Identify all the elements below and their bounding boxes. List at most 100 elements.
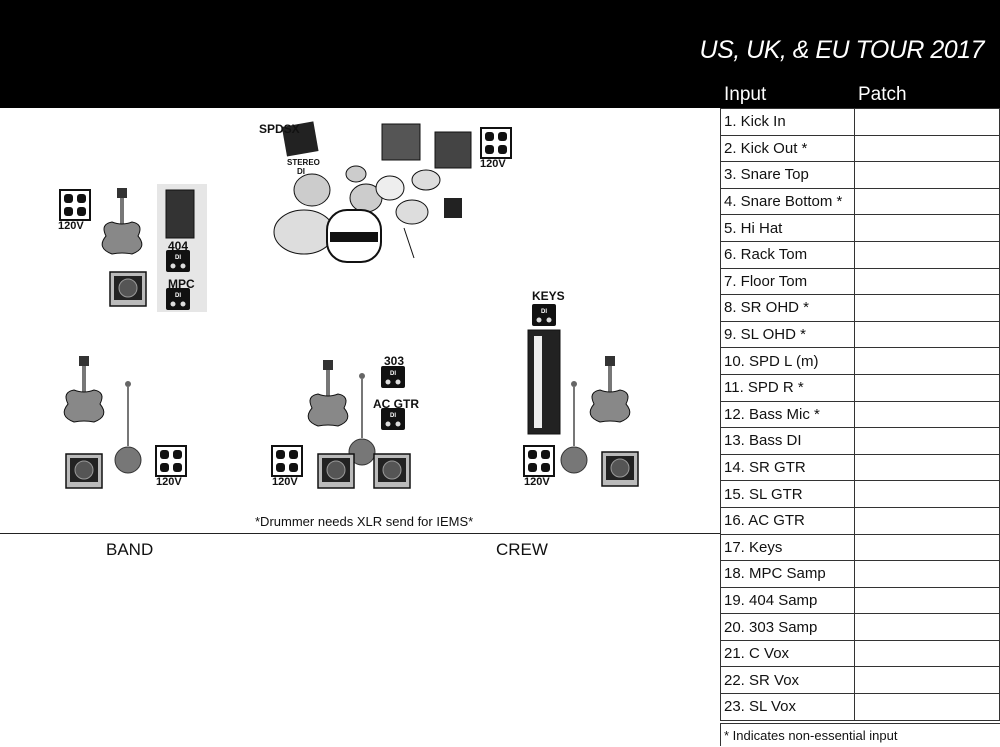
spdsx-label: SPDSX	[259, 122, 300, 136]
di-box-icon	[166, 288, 190, 310]
patch-cell	[853, 506, 1000, 535]
vocal-mic-icon	[114, 380, 142, 474]
power-outlet-icon	[59, 189, 91, 221]
stereo-label: STEREO	[287, 158, 320, 167]
input-name: 17. Keys	[720, 533, 855, 562]
patch-cell	[853, 427, 1000, 455]
table-row: 6. Rack Tom	[720, 240, 1000, 269]
power-outlet-icon	[271, 445, 303, 477]
stage-plot: DI	[0, 108, 720, 534]
guitar-icon	[63, 355, 105, 423]
input-name: 20. 303 Samp	[720, 613, 855, 641]
patch-cell	[853, 480, 1000, 508]
power-outlet-icon	[523, 445, 555, 477]
input-name: 10. SPD L (m)	[720, 347, 855, 375]
band-label: BAND	[106, 540, 154, 559]
input-name: 3. Snare Top	[720, 161, 855, 189]
power-label: 120V	[480, 158, 506, 170]
patch-cell	[853, 161, 1000, 189]
patch-cell	[853, 373, 1000, 402]
keys-label: KEYS	[532, 289, 565, 303]
table-row: 15. SL GTR	[720, 480, 1000, 508]
patch-cell	[853, 586, 1000, 615]
wedge-monitor-icon	[373, 453, 411, 489]
input-name: 5. Hi Hat	[720, 214, 855, 242]
patch-cell	[853, 533, 1000, 562]
wedge-monitor-icon	[601, 451, 639, 487]
table-row: 16. AC GTR	[720, 506, 1000, 535]
input-name: 8. SR OHD *	[720, 294, 855, 322]
patch-cell	[853, 214, 1000, 242]
table-row: 14. SR GTR	[720, 453, 1000, 482]
table-row: 3. Snare Top	[720, 161, 1000, 189]
di-box-icon	[532, 304, 556, 326]
input-name: 22. SR Vox	[720, 666, 855, 695]
patch-cell	[853, 134, 1000, 163]
power-outlet-icon	[155, 445, 187, 477]
hihat-icon	[411, 169, 441, 191]
ac-gtr-label: AC GTR	[373, 397, 419, 411]
patch-cell	[853, 347, 1000, 375]
keyboard-icon	[527, 329, 561, 435]
patch-cell	[853, 400, 1000, 429]
di-box-icon	[166, 250, 190, 272]
input-name: 15. SL GTR	[720, 480, 855, 508]
di-label: DI	[297, 167, 305, 176]
input-name: 21. C Vox	[720, 639, 855, 668]
power-label: 120V	[524, 476, 550, 488]
input-name: 2. Kick Out *	[720, 134, 855, 163]
tour-title: US, UK, & EU TOUR 2017	[699, 36, 985, 64]
patch-cell	[853, 320, 1000, 349]
patch-cell	[853, 693, 1000, 721]
table-row: 20. 303 Samp	[720, 613, 1000, 641]
sampler-303-label: 303	[384, 354, 405, 368]
vocal-mic-icon	[348, 372, 376, 466]
table-row: 12. Bass Mic *	[720, 400, 1000, 429]
patch-cell	[853, 666, 1000, 695]
drum-amp-icon	[434, 131, 472, 169]
patch-cell	[853, 639, 1000, 668]
patch-cell	[853, 294, 1000, 322]
crew-label: CREW	[496, 540, 548, 559]
table-row: 23. SL Vox	[720, 693, 1000, 721]
patch-cell	[853, 613, 1000, 641]
patch-cell	[853, 267, 1000, 296]
patch-column-header: Patch	[858, 84, 907, 105]
di-box-icon	[381, 408, 405, 430]
input-name: 1. Kick In	[720, 108, 855, 136]
input-column-header: Input	[724, 84, 767, 105]
power-label: 120V	[272, 476, 298, 488]
input-name: 16. AC GTR	[720, 506, 855, 535]
patch-cell	[853, 453, 1000, 482]
table-row: 13. Bass DI	[720, 427, 1000, 455]
iem-pack-icon	[444, 198, 462, 218]
patch-cell	[853, 187, 1000, 216]
header-bar: US, UK, & EU TOUR 2017 Input Patch	[0, 0, 1000, 108]
wedge-monitor-icon	[109, 271, 147, 307]
table-row: 2. Kick Out *	[720, 134, 1000, 163]
table-row: 8. SR OHD *	[720, 294, 1000, 322]
power-outlet-icon	[480, 127, 512, 159]
input-name: 4. Snare Bottom *	[720, 187, 855, 216]
guitar-icon	[589, 355, 631, 423]
table-row: 10. SPD L (m)	[720, 347, 1000, 375]
vocal-mic-icon	[560, 380, 588, 474]
input-name: 14. SR GTR	[720, 453, 855, 482]
input-name: 9. SL OHD *	[720, 320, 855, 349]
table-row: 7. Floor Tom	[720, 267, 1000, 296]
table-row: 1. Kick In	[720, 108, 1000, 136]
drummer-note: *Drummer needs XLR send for IEMS*	[255, 514, 474, 529]
input-name: 23. SL Vox	[720, 693, 855, 721]
input-name: 13. Bass DI	[720, 427, 855, 455]
table-row: 21. C Vox	[720, 639, 1000, 668]
mpc-label: MPC	[168, 277, 195, 291]
acoustic-guitar-icon	[307, 359, 349, 427]
divider	[0, 533, 720, 534]
patch-cell	[853, 108, 1000, 136]
input-name: 18. MPC Samp	[720, 560, 855, 588]
di-box-icon	[381, 366, 405, 388]
non-essential-footnote: * Indicates non-essential input	[720, 723, 1000, 746]
sampler-404-label: 404	[168, 239, 189, 253]
wedge-monitor-icon	[317, 453, 355, 489]
table-row: 9. SL OHD *	[720, 320, 1000, 349]
